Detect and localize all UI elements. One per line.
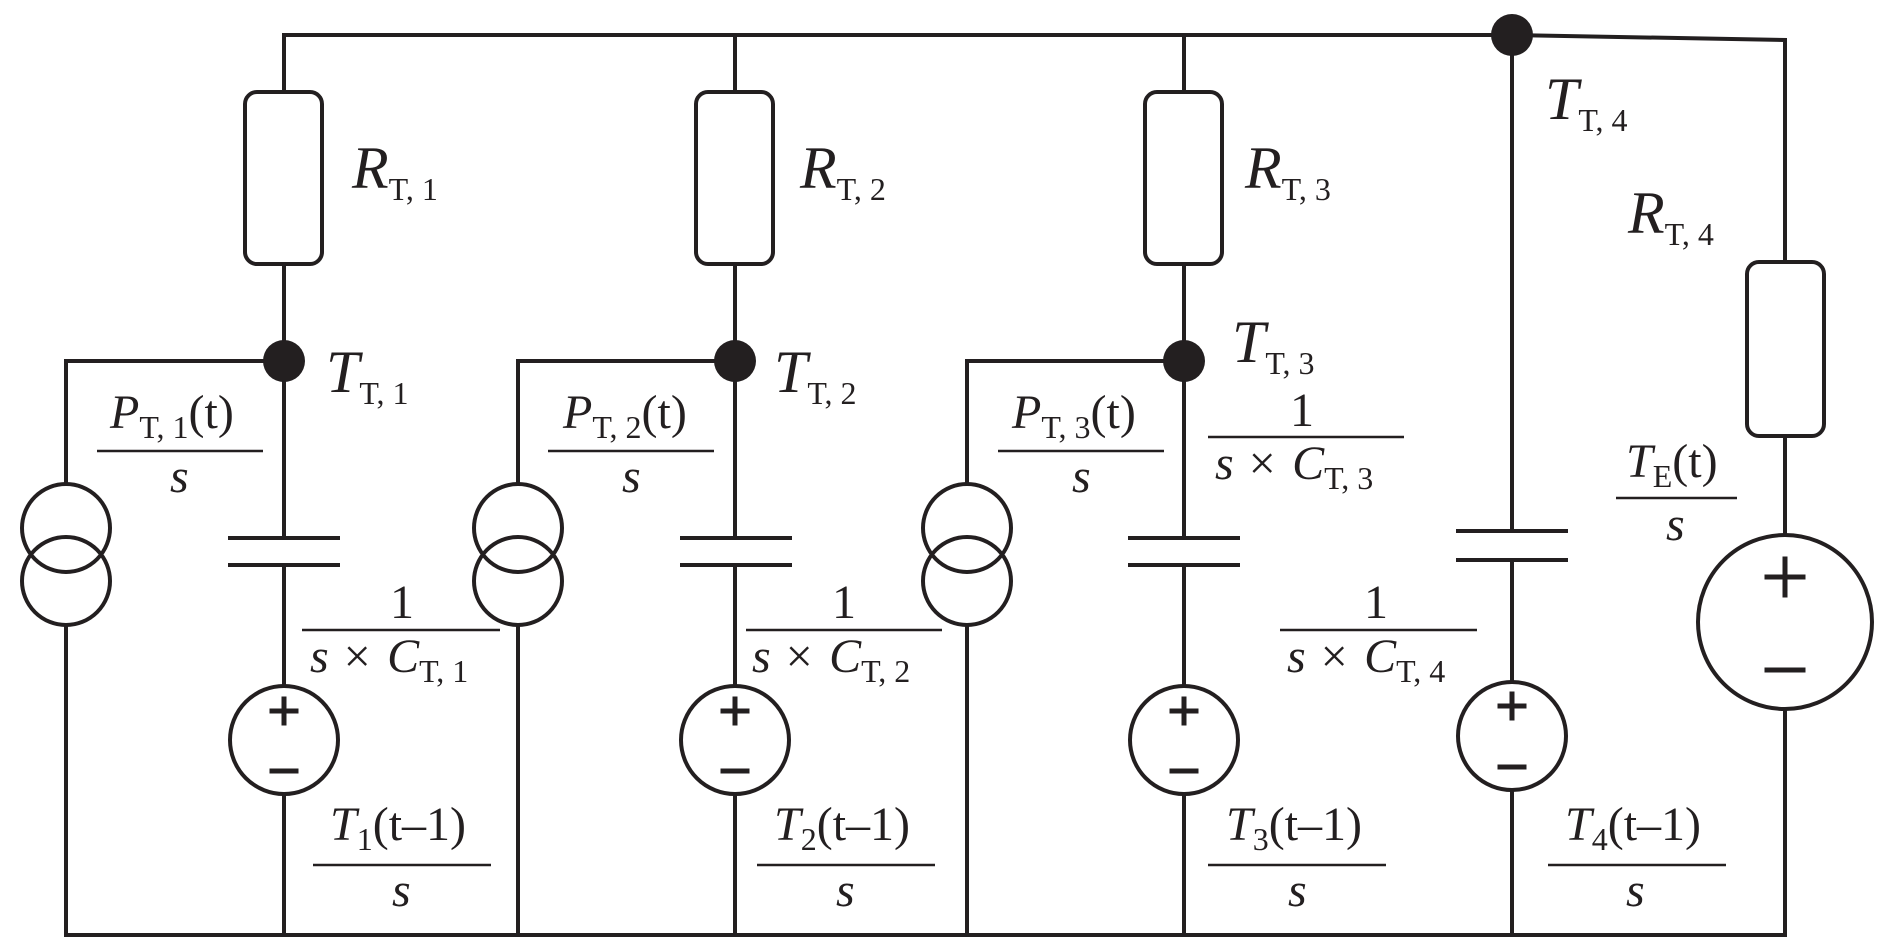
node-t1-dot [263,340,305,382]
resistor-r1 [243,90,324,266]
svg-text:1: 1 [1364,576,1388,629]
svg-text:T4(t–1): T4(t–1) [1565,798,1701,857]
svg-text:s: s [1072,450,1091,503]
label-c2: 1 s ×CT, 2 [746,576,942,689]
label-node-t3: TT, 3 [1232,309,1315,381]
current-source-p1-upper [20,482,112,574]
svg-text:PT, 1(t): PT, 1(t) [109,386,234,445]
resistor-r4 [1745,260,1826,438]
label-v4: T4(t–1) s [1548,798,1726,917]
environment-branch [1696,260,1874,937]
voltage-source-v4 [1456,680,1568,792]
current-source-p2-lower [472,535,564,627]
label-v1: T1(t–1) s [313,798,491,917]
label-c3: 1 s ×CT, 3 [1208,384,1404,496]
label-p1: PT, 1(t) s [97,386,263,503]
top-wire [282,33,1787,264]
svg-text:s: s [622,450,641,503]
label-c1: 1 s ×CT, 1 [302,576,500,689]
node-t4-dot [1491,14,1533,56]
branch-3 [921,33,1240,937]
label-p3: PT, 3(t) s [998,386,1164,503]
label-node-t1: TT, 1 [326,339,409,411]
label-v3: T3(t–1) s [1208,798,1386,917]
label-node-t2: TT, 2 [774,339,857,411]
resistor-r3 [1143,90,1224,266]
svg-text:1: 1 [832,576,856,629]
svg-text:TE(t): TE(t) [1626,435,1718,494]
svg-text:PT, 3(t): PT, 3(t) [1011,386,1136,445]
svg-text:s: s [1666,498,1685,551]
svg-text:T3(t–1): T3(t–1) [1226,798,1362,857]
label-r1: RT, 1 [351,135,438,207]
svg-text:1: 1 [1290,384,1314,437]
node-t2-dot [714,340,756,382]
label-c4: 1 s ×CT, 4 [1280,576,1477,689]
svg-text:T2(t–1): T2(t–1) [774,798,910,857]
branch-2 [472,33,792,937]
svg-text:1: 1 [390,576,414,629]
resistor-r2 [694,90,775,266]
svg-text:PT, 2(t): PT, 2(t) [562,386,687,445]
current-source-p3-upper [921,482,1013,574]
svg-text:s: s [1626,864,1645,917]
voltage-source-v3 [1128,684,1240,796]
current-source-p3-lower [921,535,1013,627]
svg-text:s ×CT, 4: s ×CT, 4 [1287,630,1445,689]
current-source-p1-lower [20,535,112,627]
label-node-t4: TT, 4 [1545,66,1628,138]
svg-text:s: s [1288,864,1307,917]
svg-text:s: s [392,864,411,917]
current-source-p2-upper [472,482,564,574]
label-r3: RT, 3 [1244,135,1331,207]
label-r2: RT, 2 [799,135,886,207]
svg-text:s ×CT, 1: s ×CT, 1 [310,630,468,689]
voltage-source-v2 [679,684,791,796]
svg-text:s: s [836,864,855,917]
branch-4 [1456,14,1568,937]
branch-1 [20,33,340,937]
svg-text:s ×CT, 2: s ×CT, 2 [752,630,910,689]
svg-text:T1(t–1): T1(t–1) [330,798,466,857]
voltage-source-v1 [228,684,340,796]
svg-text:s ×CT, 3: s ×CT, 3 [1215,437,1373,496]
svg-text:s: s [170,450,189,503]
label-p2: PT, 2(t) s [548,386,714,503]
node-t3-dot [1163,340,1205,382]
label-te: TE(t) s [1616,435,1737,551]
label-r4: RT, 4 [1627,180,1714,252]
label-v2: T2(t–1) s [757,798,935,917]
